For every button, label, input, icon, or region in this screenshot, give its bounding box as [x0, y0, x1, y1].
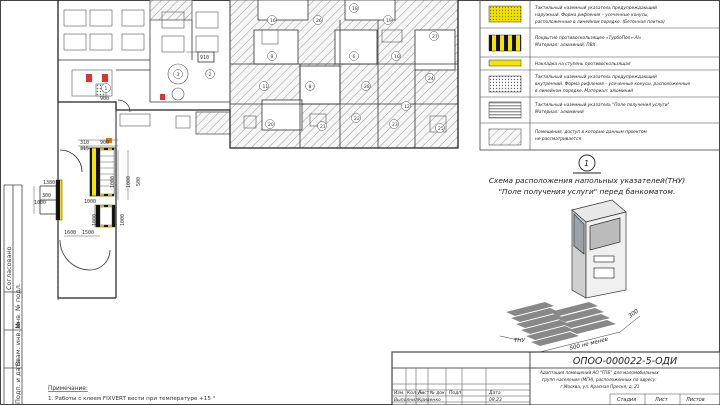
- dim-text: 910: [200, 55, 209, 61]
- th-change: Изм.: [394, 390, 405, 396]
- dim-text: 1380: [43, 180, 55, 186]
- room-number: 27: [432, 34, 438, 40]
- legend-swatch-step-strip: [488, 59, 522, 67]
- dim-text: 1600: [64, 230, 76, 236]
- title-block: ОПОО-000022-5-ОДИ Адаптация помещений АО…: [391, 351, 720, 405]
- side-label-agreed: Согласовано: [5, 246, 13, 290]
- room-number: 2: [209, 72, 212, 78]
- room-number: 16: [270, 18, 276, 24]
- room-number: 3: [177, 72, 180, 78]
- room-number: 10: [394, 54, 400, 60]
- legend-swatch-service-field: [488, 101, 522, 119]
- room-number: 24: [428, 76, 434, 82]
- project-description: Адаптация помещений АО "ГПБ" для маломоб…: [539, 370, 660, 389]
- room-number: 12: [404, 104, 410, 110]
- legend-text-outdoor-tactile: Тактильный наземный указатель предупрежд…: [534, 5, 665, 25]
- stage-header: Стадия: [617, 397, 636, 403]
- room-number: 1: [105, 86, 108, 92]
- room-number-texts: 3 2 1 9 16 8 6 18 10 19 20 21 22 23 24 2…: [105, 6, 444, 132]
- scheme-number: 1: [584, 159, 589, 168]
- room-number: 25: [438, 126, 444, 132]
- notes-heading: Примечание:: [48, 386, 88, 392]
- drawing-code: ОПОО-000022-5-ОДИ: [573, 356, 677, 367]
- row-role: Выполнил: [394, 397, 418, 403]
- legend: Тактильный наземный указатель предупрежд…: [479, 0, 720, 151]
- notes: Примечание: 1. Работы с клеем FIXVERT ве…: [48, 386, 216, 402]
- scheme-dim-long: 500 не менее: [569, 336, 609, 352]
- atm-illustration: [571, 199, 627, 299]
- room-number: 9: [271, 54, 274, 60]
- dim-text: 1000: [126, 176, 132, 188]
- dim-text: 1000: [84, 199, 96, 205]
- legend-swatch-outdoor-tactile: [488, 5, 522, 23]
- dim-text: 900: [100, 96, 109, 102]
- side-label-signature: Подп. и дата: [14, 360, 22, 404]
- th-count: Кол.уч.: [407, 390, 424, 396]
- room-number: 26: [316, 18, 322, 24]
- th-doc: № док.: [429, 390, 446, 396]
- room-number: 8: [309, 84, 312, 90]
- th-sheet: Лист: [417, 390, 430, 396]
- scheme-number-circle: [578, 154, 596, 172]
- dim-text: 310: [80, 140, 89, 146]
- sheet-header: Лист: [654, 397, 669, 403]
- dim-text: 900: [100, 140, 109, 146]
- legend-text-antislip: Покрытие противоскользящее «ТурбоПол»-AI…: [535, 35, 643, 48]
- dim-text: 1000: [34, 200, 46, 206]
- room-number: 23: [392, 122, 398, 128]
- legend-text-indoor-tactile: Тактильный наземный указатель предупрежд…: [535, 74, 692, 94]
- legend-swatch-restricted: [488, 128, 522, 146]
- dim-text: 300: [42, 193, 51, 199]
- dim-text: 315: [80, 146, 89, 152]
- plan-dimensions: 1380 1000 1000 300 1000 1000 1000 1000 1…: [34, 55, 209, 236]
- legend-text-restricted: Помещения, доступ в которые данным проек…: [535, 129, 648, 142]
- notes-line1: 1. Работы с клеем FIXVERT вести при темп…: [48, 396, 216, 402]
- sheets-header: Листов: [685, 397, 705, 403]
- room-number: 19: [386, 18, 392, 24]
- atm-scheme: 1 Схема расположения напольных указателе…: [489, 154, 685, 353]
- scheme-title-line1: Схема расположения напольных указателей(…: [489, 176, 685, 185]
- th-sign: Подп.: [449, 390, 463, 396]
- room-number: 11: [263, 84, 269, 90]
- room-number: 6: [353, 54, 356, 60]
- scheme-dim-short: 300: [628, 308, 641, 319]
- room-number: 18: [352, 6, 358, 12]
- tactile-field: [506, 302, 616, 346]
- dim-text: 500: [136, 177, 142, 186]
- side-label-replacement: Взам. инв. №: [14, 322, 22, 366]
- side-stamp: Согласовано Взам. инв. № Подп. и дата Ин…: [3, 184, 23, 405]
- legend-swatch-antislip: [488, 34, 522, 52]
- scheme-title-line2: "Поле получения услуги" перед банкоматом…: [499, 187, 676, 196]
- dim-text: 1000: [110, 176, 116, 188]
- room-numbers: [101, 3, 445, 133]
- row-date: 09.23: [489, 397, 502, 403]
- floor-plan: [33, 0, 459, 300]
- legend-swatch-indoor-tactile: [488, 75, 522, 93]
- legend-text-service-field: Тактильный наземный указатель "Поле полу…: [535, 102, 671, 115]
- room-number: 28: [364, 84, 370, 90]
- dim-text: 1000: [92, 214, 98, 226]
- th-date: Дата: [488, 390, 501, 396]
- room-number: 22: [354, 116, 360, 122]
- dim-text: 1500: [82, 230, 94, 236]
- room-number: 21: [320, 124, 326, 130]
- scheme-tnu-label: ТНУ: [514, 338, 526, 344]
- side-label-inventory: Инв. № подл.: [14, 283, 22, 328]
- dim-text: 1000: [120, 214, 126, 226]
- row-name: Кривенко: [418, 397, 441, 403]
- legend-text-step-strip: Накладка на ступень противоскользящая: [535, 61, 631, 67]
- room-number: 20: [268, 122, 274, 128]
